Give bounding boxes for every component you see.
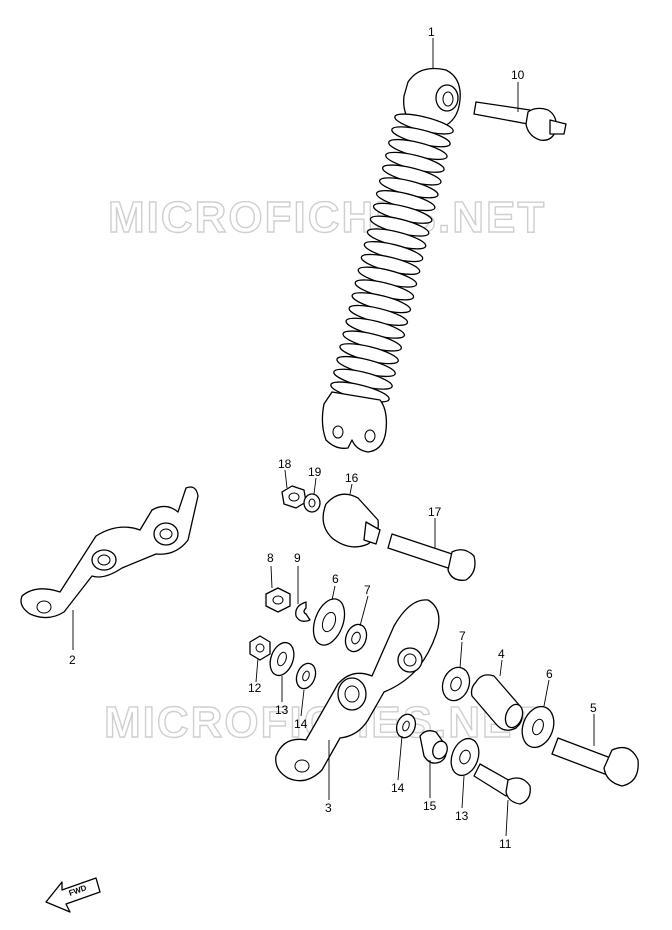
collar-7a xyxy=(344,623,368,653)
callout-5: 5 xyxy=(590,701,597,715)
callout-17: 17 xyxy=(428,505,442,519)
callout-8: 8 xyxy=(267,551,274,565)
collar-15 xyxy=(419,730,448,764)
leader-lines xyxy=(72,38,595,837)
callout-13b: 13 xyxy=(455,809,469,823)
callout-6a: 6 xyxy=(332,572,339,586)
washer-14a xyxy=(295,662,317,690)
callout-11: 11 xyxy=(499,837,512,851)
callout-7b: 7 xyxy=(459,629,466,643)
nut-18 xyxy=(281,485,307,509)
callout-14a: 14 xyxy=(294,717,308,731)
nut-8 xyxy=(265,587,291,613)
shock-absorber xyxy=(321,67,461,453)
callout-1: 1 xyxy=(428,25,435,39)
washer-19 xyxy=(303,493,321,513)
callout-16: 16 xyxy=(345,471,359,485)
callout-2: 2 xyxy=(69,653,76,667)
fwd-arrow-icon: FWD xyxy=(45,877,101,913)
washer-6a xyxy=(312,598,346,646)
callout-12: 12 xyxy=(248,681,262,695)
bushing-16 xyxy=(322,493,381,548)
callout-13a: 13 xyxy=(275,703,289,717)
bolt-11 xyxy=(473,763,531,805)
washer-6b xyxy=(521,705,555,749)
callout-15: 15 xyxy=(423,799,437,813)
watermark-top: MICROFICHES.NET xyxy=(108,193,546,242)
callouts: 1 10 18 19 16 17 2 8 9 6 7 12 13 14 7 4 … xyxy=(69,25,597,851)
spacer-4 xyxy=(470,674,524,731)
link-arm-2 xyxy=(20,486,199,619)
nut-12 xyxy=(249,635,271,661)
washer-13b xyxy=(450,737,480,777)
callout-7a: 7 xyxy=(364,583,371,597)
callout-4: 4 xyxy=(498,647,505,661)
callout-18: 18 xyxy=(278,457,292,471)
callout-9: 9 xyxy=(294,551,301,565)
cushion-lever-3 xyxy=(275,599,440,782)
top-bolt xyxy=(473,101,567,141)
callout-3: 3 xyxy=(325,801,332,815)
callout-6b: 6 xyxy=(546,667,553,681)
callout-19: 19 xyxy=(308,465,322,479)
bolt-5 xyxy=(551,737,639,787)
clip-9 xyxy=(295,601,311,622)
washer-13a xyxy=(269,641,295,677)
callout-14b: 14 xyxy=(391,781,405,795)
bolt-17 xyxy=(387,533,476,581)
callout-10: 10 xyxy=(511,68,525,82)
collar-7b xyxy=(441,666,471,702)
